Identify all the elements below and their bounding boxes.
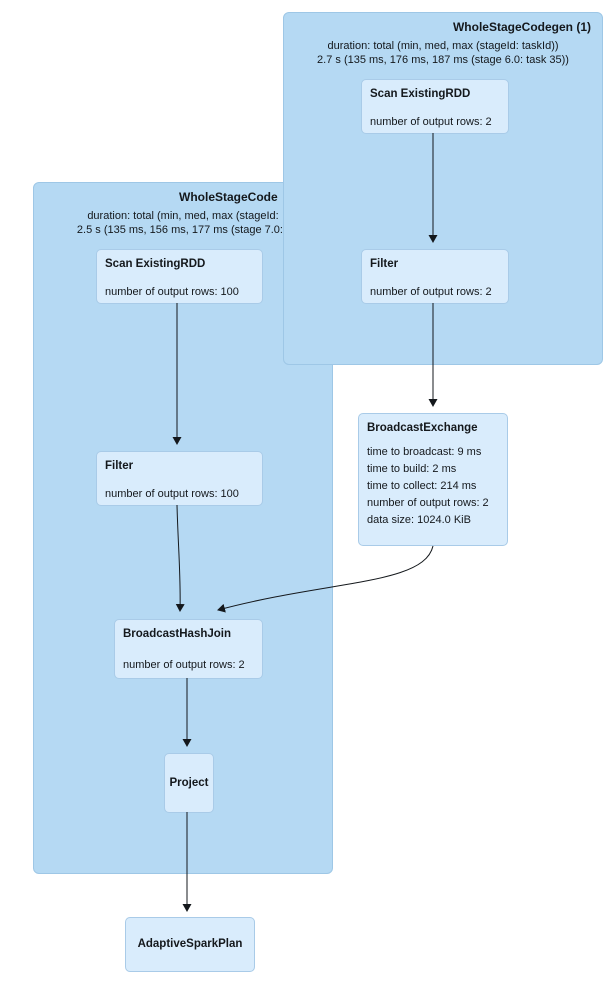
node-title: Project: [169, 776, 209, 789]
node-scan-existingrdd-1[interactable]: Scan ExistingRDD number of output rows: …: [361, 79, 509, 134]
node-filter-1[interactable]: Filter number of output rows: 2: [361, 249, 509, 304]
node-adaptivesparkplan[interactable]: AdaptiveSparkPlan: [125, 917, 255, 972]
node-metrics: number of output rows: 2: [370, 286, 500, 299]
duration-line: duration: total (min, med, max (stageId:: [87, 210, 279, 222]
node-project[interactable]: Project: [164, 753, 214, 813]
node-metrics: number of output rows: 100: [105, 286, 254, 299]
node-metric: number of output rows: 100: [105, 286, 239, 298]
node-metric: time to collect: 214 ms: [367, 480, 477, 492]
cluster-duration: duration: total (min, med, max (stageId:…: [284, 40, 602, 67]
node-title: Scan ExistingRDD: [105, 258, 206, 270]
node-metrics: number of output rows: 100: [105, 488, 254, 501]
node-metric: data size: 1024.0 KiB: [367, 514, 471, 526]
node-title: Filter: [105, 460, 134, 472]
node-filter-2[interactable]: Filter number of output rows: 100: [96, 451, 263, 506]
node-title: AdaptiveSparkPlan: [137, 938, 243, 950]
node-metric: time to broadcast: 9 ms: [367, 446, 482, 458]
cluster-title: WholeStageCode: [179, 190, 278, 204]
node-metric: number of output rows: 2: [370, 116, 492, 128]
node-metrics: number of output rows: 2: [123, 659, 254, 672]
node-title: Filter: [370, 258, 399, 270]
node-title: BroadcastHashJoin: [123, 628, 232, 640]
duration-line: duration: total (min, med, max (stageId:…: [327, 40, 559, 52]
node-scan-existingrdd-2[interactable]: Scan ExistingRDD number of output rows: …: [96, 249, 263, 304]
node-broadcasthashjoin[interactable]: BroadcastHashJoin number of output rows:…: [114, 619, 263, 679]
node-metric: time to build: 2 ms: [367, 463, 457, 475]
node-title: Scan ExistingRDD: [370, 88, 471, 100]
node-metric: number of output rows: 2: [370, 286, 492, 298]
node-metrics: number of output rows: 2: [370, 116, 500, 129]
cluster-title: WholeStageCodegen (1): [452, 20, 591, 34]
node-title: BroadcastExchange: [367, 422, 478, 434]
duration-line: 2.5 s (135 ms, 156 ms, 177 ms (stage 7.0…: [76, 223, 290, 236]
cluster-duration: duration: total (min, med, max (stageId:…: [34, 210, 332, 237]
node-metric: number of output rows: 100: [105, 488, 239, 500]
node-metric: number of output rows: 2: [367, 497, 489, 509]
node-broadcastexchange[interactable]: BroadcastExchange time to broadcast: 9 m…: [358, 413, 508, 546]
node-metrics: time to broadcast: 9 ms time to build: 2…: [367, 444, 499, 529]
duration-line: 2.7 s (135 ms, 176 ms, 187 ms (stage 6.0…: [317, 53, 569, 66]
node-metric: number of output rows: 2: [123, 659, 245, 671]
cluster-wholestagecodegen-1: WholeStageCodegen (1) duration: total (m…: [283, 12, 603, 365]
